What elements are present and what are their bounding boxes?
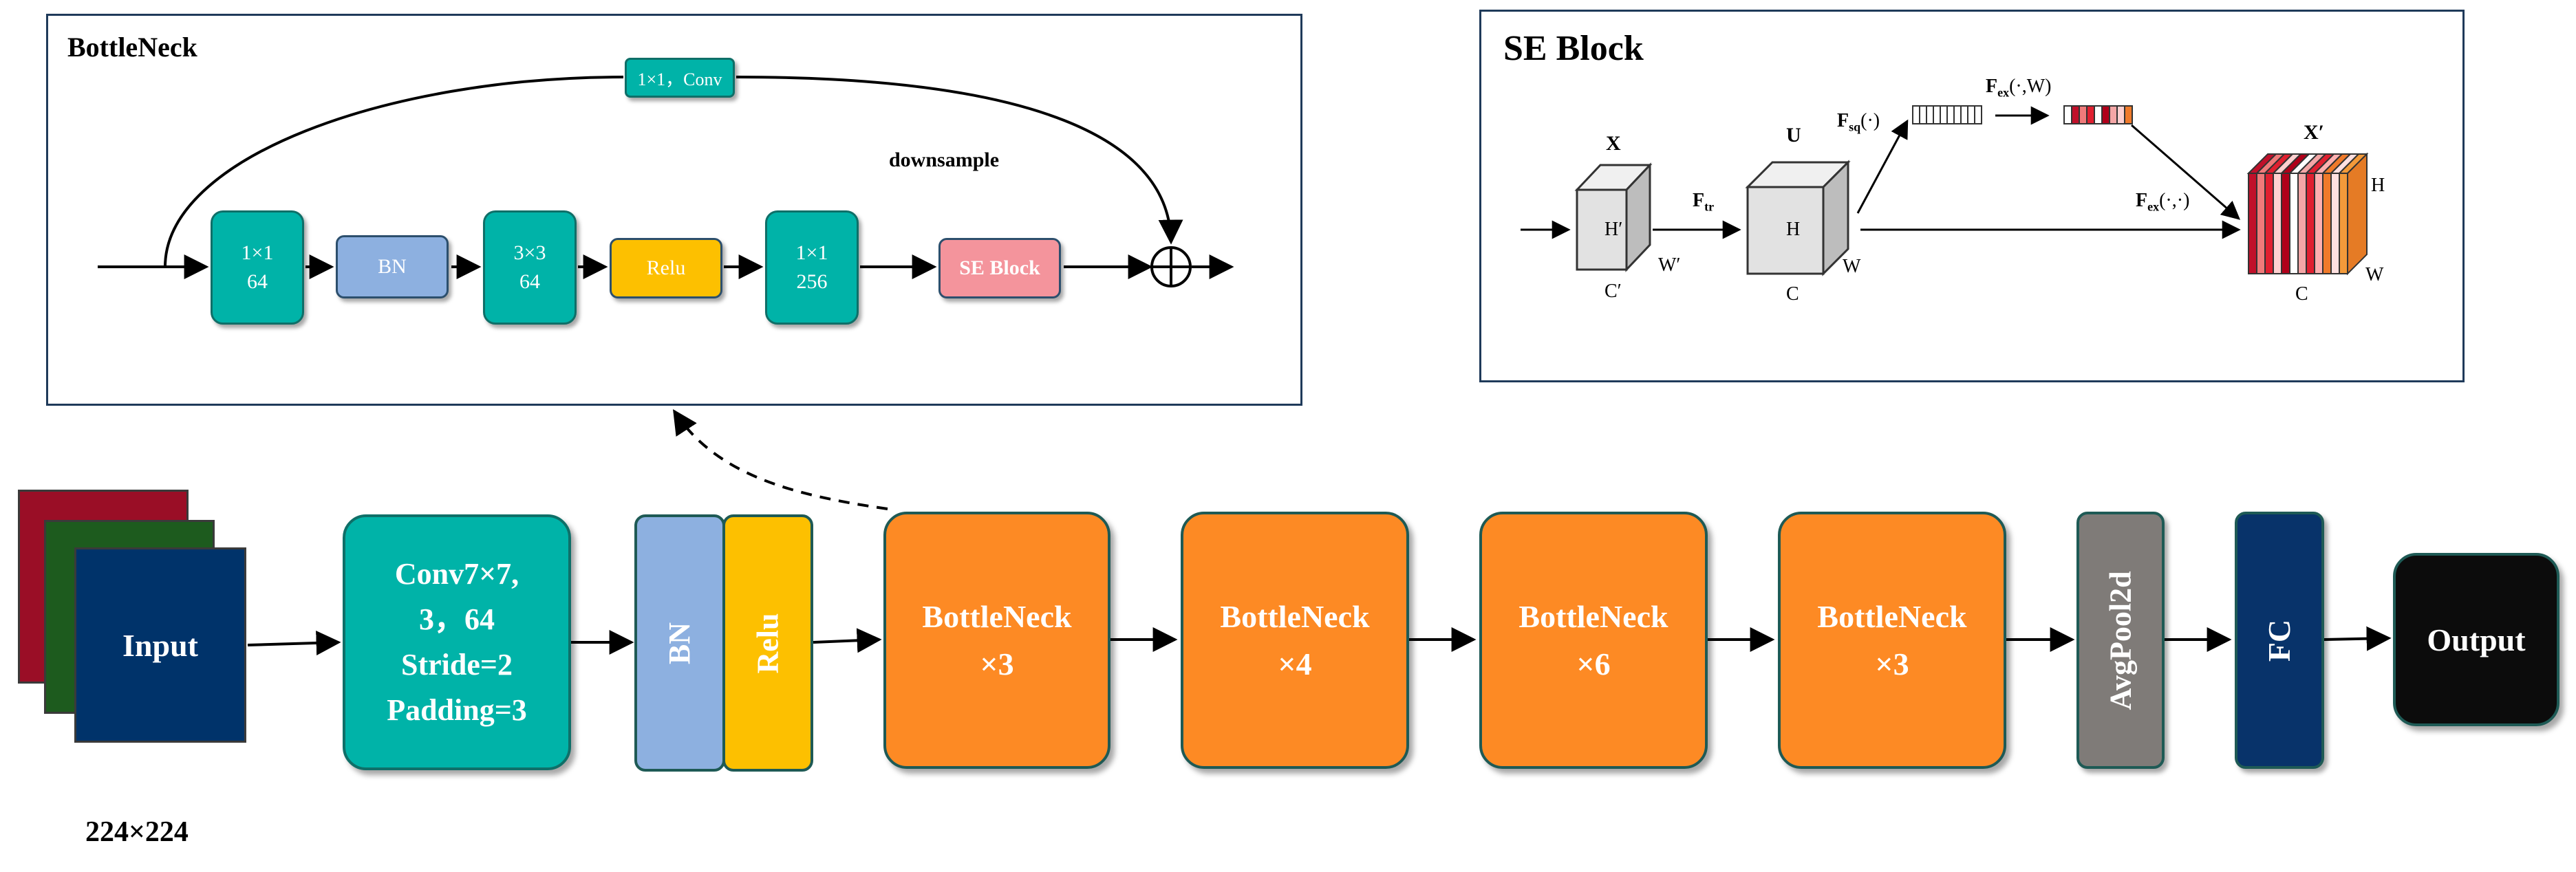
bn-panel-conv1x1-block: 1×1 64: [211, 210, 304, 325]
stage2-title: BottleNeck: [1220, 599, 1370, 634]
bottleneck-stage-4: BottleNeck ×3: [1778, 512, 2006, 769]
stage3-title: BottleNeck: [1518, 599, 1668, 634]
bottleneck-stage-1: BottleNeck ×3: [883, 512, 1110, 769]
se-ftr-sub: tr: [1704, 199, 1715, 214]
se-fscale-main: F: [2136, 190, 2148, 211]
se-out-h-label: H: [2371, 175, 2385, 196]
se-x-c-label: C′: [1604, 281, 1622, 302]
se-fex-label: Fex(·,W): [1986, 76, 2052, 100]
se-ftr-main: F: [1693, 190, 1705, 211]
conv-line4: Padding=3: [387, 693, 527, 727]
bn-panel-relu-block: Relu: [610, 238, 722, 298]
se-fsq-sub: sq: [1849, 120, 1861, 134]
bn-panel-bn-label: BN: [378, 255, 407, 278]
se-block-panel: SE Block: [1479, 10, 2465, 382]
conv-line1: Conv7×7,: [394, 557, 519, 591]
se-u-c-label: C: [1786, 283, 1799, 305]
bn-panel-conv1x1-out-block: 1×1 256: [765, 210, 859, 325]
bottleneck-stage-3: BottleNeck ×6: [1479, 512, 1708, 769]
bn-panel-conv1x1-out-kernel: 1×1: [795, 241, 828, 264]
se-x-h-label: H′: [1604, 219, 1623, 240]
se-u-w-label: W: [1843, 256, 1861, 277]
se-fsq-label: Fsq(·): [1837, 110, 1880, 135]
conv7x7-block: Conv7×7, 3，64 Stride=2 Padding=3: [343, 514, 571, 770]
fc-block: FC: [2235, 512, 2324, 769]
input-label: Input: [122, 627, 198, 663]
bottleneck-panel-title: BottleNeck: [67, 32, 197, 63]
output-label: Output: [2427, 622, 2526, 657]
bn-panel-se-label: SE Block: [959, 257, 1040, 279]
se-fex-sub: ex: [1997, 85, 2010, 100]
se-fsq-main: F: [1837, 110, 1849, 131]
se-fscale-sub: ex: [2147, 199, 2160, 214]
se-u-label: U: [1786, 124, 1801, 146]
bn-panel-se-block: SE Block: [938, 238, 1061, 298]
se-fex-main: F: [1986, 76, 1998, 97]
shortcut-conv-label: 1×1，Conv: [637, 69, 722, 89]
avgpool-label: AvgPool2d: [2103, 570, 2138, 710]
bn-label: BN: [663, 622, 697, 664]
relu-block: Relu: [722, 514, 813, 772]
se-x-w-label: W′: [1658, 254, 1681, 276]
stage1-title: BottleNeck: [922, 599, 1072, 634]
stage4-repeat: ×3: [1875, 646, 1909, 682]
output-block: Output: [2393, 553, 2559, 726]
se-out-label: X′: [2304, 121, 2325, 144]
stage4-title: BottleNeck: [1817, 599, 1967, 634]
se-ftr-label: Ftr: [1693, 190, 1714, 215]
bn-panel-conv1x1-kernel: 1×1: [241, 241, 274, 264]
se-fex-arg: (·,W): [2009, 76, 2052, 97]
bn-panel-conv1x1-channels: 64: [247, 270, 268, 293]
se-fsq-arg: (·): [1860, 110, 1880, 131]
bn-block: BN: [634, 514, 725, 772]
se-u-h-label: H: [1786, 219, 1801, 240]
bn-panel-conv3x3-block: 3×3 64: [483, 210, 577, 325]
se-fscale-arg: (·,·): [2159, 190, 2190, 211]
bn-panel-conv1x1-out-channels: 256: [796, 270, 828, 293]
se-panel-title: SE Block: [1503, 29, 1644, 68]
conv-line3: Stride=2: [401, 648, 513, 682]
input-size-label: 224×224: [85, 816, 189, 848]
se-out-w-label: W: [2365, 264, 2384, 285]
stage2-repeat: ×4: [1278, 646, 1312, 682]
bn-panel-relu-label: Relu: [646, 257, 686, 279]
stage3-repeat: ×6: [1576, 646, 1611, 682]
shortcut-conv-block: 1×1，Conv: [625, 58, 735, 98]
se-out-c-label: C: [2295, 283, 2308, 305]
fc-label: FC: [2262, 619, 2297, 662]
bn-panel-bn-block: BN: [336, 235, 449, 298]
avgpool-block: AvgPool2d: [2076, 512, 2165, 769]
se-fscale-label: Fex(·,·): [2136, 190, 2189, 215]
bottleneck-stage-2: BottleNeck ×4: [1181, 512, 1409, 769]
stage1-repeat: ×3: [980, 646, 1014, 682]
bn-panel-conv3x3-kernel: 3×3: [513, 241, 546, 264]
conv-line2: 3，64: [419, 602, 495, 636]
relu-label: Relu: [751, 613, 785, 673]
bn-panel-conv3x3-channels: 64: [519, 270, 540, 293]
downsample-label: downsample: [889, 149, 1000, 171]
input-block: Input: [74, 547, 246, 743]
detail-link-arrow: [673, 408, 888, 510]
se-x-label: X: [1606, 132, 1621, 155]
